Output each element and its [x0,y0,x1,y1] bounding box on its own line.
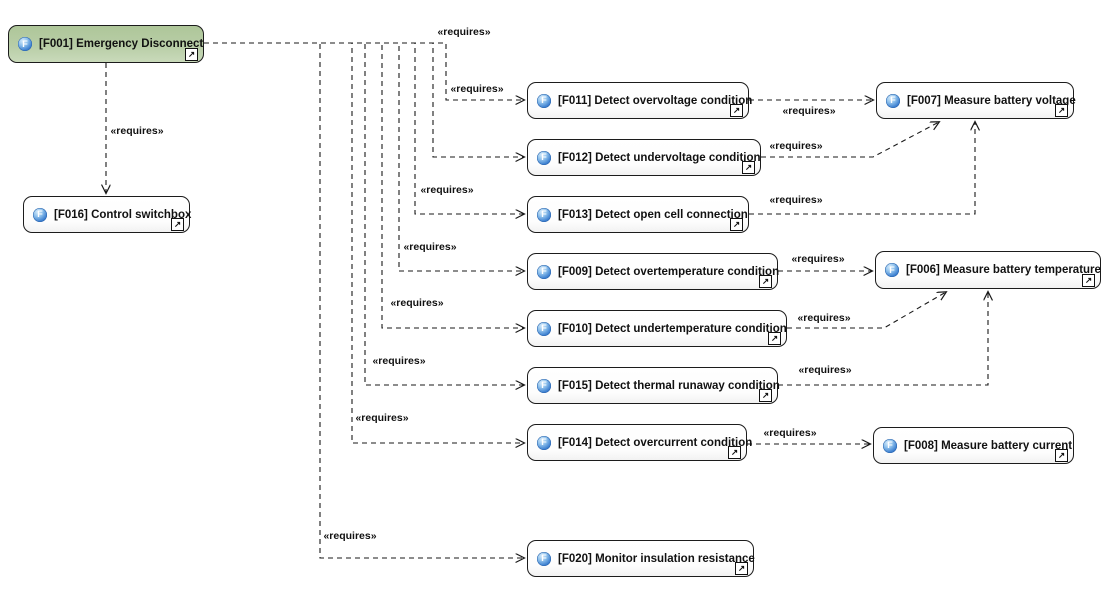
function-icon: F [33,207,47,222]
edge-F012-F007[interactable] [761,122,939,158]
function-icon-letter: F [889,264,895,275]
edge-F001-F020[interactable] [204,42,524,558]
open-link-icon[interactable]: ↗ [768,332,781,345]
node-F006[interactable]: F [F006] Measure battery temperature ↗ [875,251,1101,289]
node-label: [F012] Detect undervoltage condition [558,151,761,164]
open-link-icon[interactable]: ↗ [759,275,772,288]
function-icon: F [885,263,899,277]
edge-stereotype-label: «requires» [769,140,823,152]
function-icon-letter: F [890,95,896,105]
edge-stereotype-label: «requires» [420,184,474,196]
edge-stereotype-label: «requires» [390,297,444,309]
open-link-icon[interactable]: ↗ [735,562,748,575]
function-icon-letter: F [541,95,547,105]
node-label: [F011] Detect overvoltage condition [558,94,753,107]
function-icon-letter: F [541,152,547,162]
edge-stereotype-label: «requires» [791,253,845,265]
node-F010[interactable]: F [F010] Detect undertemperature conditi… [527,310,787,347]
node-label: [F009] Detect overtemperature condition [558,265,780,278]
open-link-icon[interactable]: ↗ [742,161,755,174]
edge-stereotype-label: «requires» [769,194,823,206]
node-label: [F001] Emergency Disconnect [39,38,204,50]
node-F016[interactable]: F [F016] Control switchbox ↗ [23,196,192,233]
open-link-icon[interactable]: ↗ [1082,274,1095,287]
function-icon-letter: F [541,323,547,333]
open-link-icon[interactable]: ↗ [171,218,184,231]
function-icon-letter: F [541,380,547,390]
node-label: [F020] Monitor insulation resistance [558,552,755,565]
function-icon: F [537,207,551,222]
function-icon: F [883,438,897,453]
node-F011[interactable]: F [F011] Detect overvoltage condition ↗ [527,82,753,119]
function-icon-letter: F [541,266,547,276]
function-icon: F [537,551,551,566]
node-label: [F013] Detect open cell connection [558,208,748,221]
node-label: [F015] Detect thermal runaway condition [558,379,780,392]
node-F001[interactable]: F [F001] Emergency Disconnect ↗ [8,25,204,63]
node-F007[interactable]: F [F007] Measure battery voltage ↗ [876,82,1076,119]
edge-F001-F014[interactable] [204,42,524,443]
open-link-icon[interactable]: ↗ [730,104,743,117]
function-icon: F [886,93,900,108]
edge-stereotype-label: «requires» [798,364,852,376]
edge-stereotype-label: «requires» [782,105,836,117]
edge-F001-F013[interactable] [204,42,524,214]
open-link-icon[interactable]: ↗ [1055,104,1068,117]
node-F014[interactable]: F [F014] Detect overcurrent condition ↗ [527,424,752,461]
edge-stereotype-label: «requires» [110,125,164,137]
function-icon-letter: F [541,437,547,447]
open-link-icon[interactable]: ↗ [759,389,772,402]
open-link-icon[interactable]: ↗ [728,446,741,459]
open-link-icon[interactable]: ↗ [185,48,198,61]
edge-F001-F012[interactable] [204,42,524,157]
function-icon: F [537,321,551,336]
edge-F010-F006[interactable] [787,292,946,329]
function-icon-letter: F [541,209,547,219]
function-icon: F [18,37,32,51]
function-icon-letter: F [22,38,28,49]
node-F015[interactable]: F [F015] Detect thermal runaway conditio… [527,367,780,404]
edge-stereotype-label: «requires» [323,530,377,542]
edge-stereotype-label: «requires» [437,26,491,38]
node-F009[interactable]: F [F009] Detect overtemperature conditio… [527,253,780,290]
node-label: [F007] Measure battery voltage [907,94,1076,107]
function-icon: F [537,93,551,108]
edge-stereotype-label: «requires» [403,241,457,253]
edge-stereotype-label: «requires» [450,83,504,95]
node-label: [F006] Measure battery temperature [906,264,1101,276]
node-label: [F010] Detect undertemperature condition [558,322,787,335]
node-F008[interactable]: F [F008] Measure battery current ↗ [873,427,1074,464]
edge-F001-F009[interactable] [204,42,524,271]
edge-stereotype-label: «requires» [763,427,817,439]
function-icon: F [537,264,551,279]
edge-stereotype-label: «requires» [797,312,851,324]
edge-F013-F007[interactable] [749,122,975,215]
function-icon-letter: F [37,209,43,219]
node-label: [F014] Detect overcurrent condition [558,436,753,449]
node-F013[interactable]: F [F013] Detect open cell connection ↗ [527,196,749,233]
function-icon-letter: F [887,440,893,450]
node-label: [F016] Control switchbox [54,208,192,221]
node-F012[interactable]: F [F012] Detect undervoltage condition ↗ [527,139,761,176]
edge-stereotype-label: «requires» [355,412,409,424]
edge-stereotype-label: «requires» [372,355,426,367]
open-link-icon[interactable]: ↗ [1055,449,1068,462]
function-icon-letter: F [541,553,547,563]
edge-F015-F006[interactable] [778,292,988,386]
function-icon: F [537,435,551,450]
edge-F001-F010[interactable] [204,42,524,328]
node-label: [F008] Measure battery current [904,439,1073,452]
open-link-icon[interactable]: ↗ [730,218,743,231]
function-icon: F [537,378,551,393]
node-F020[interactable]: F [F020] Monitor insulation resistance ↗ [527,540,755,577]
function-icon: F [537,150,551,165]
